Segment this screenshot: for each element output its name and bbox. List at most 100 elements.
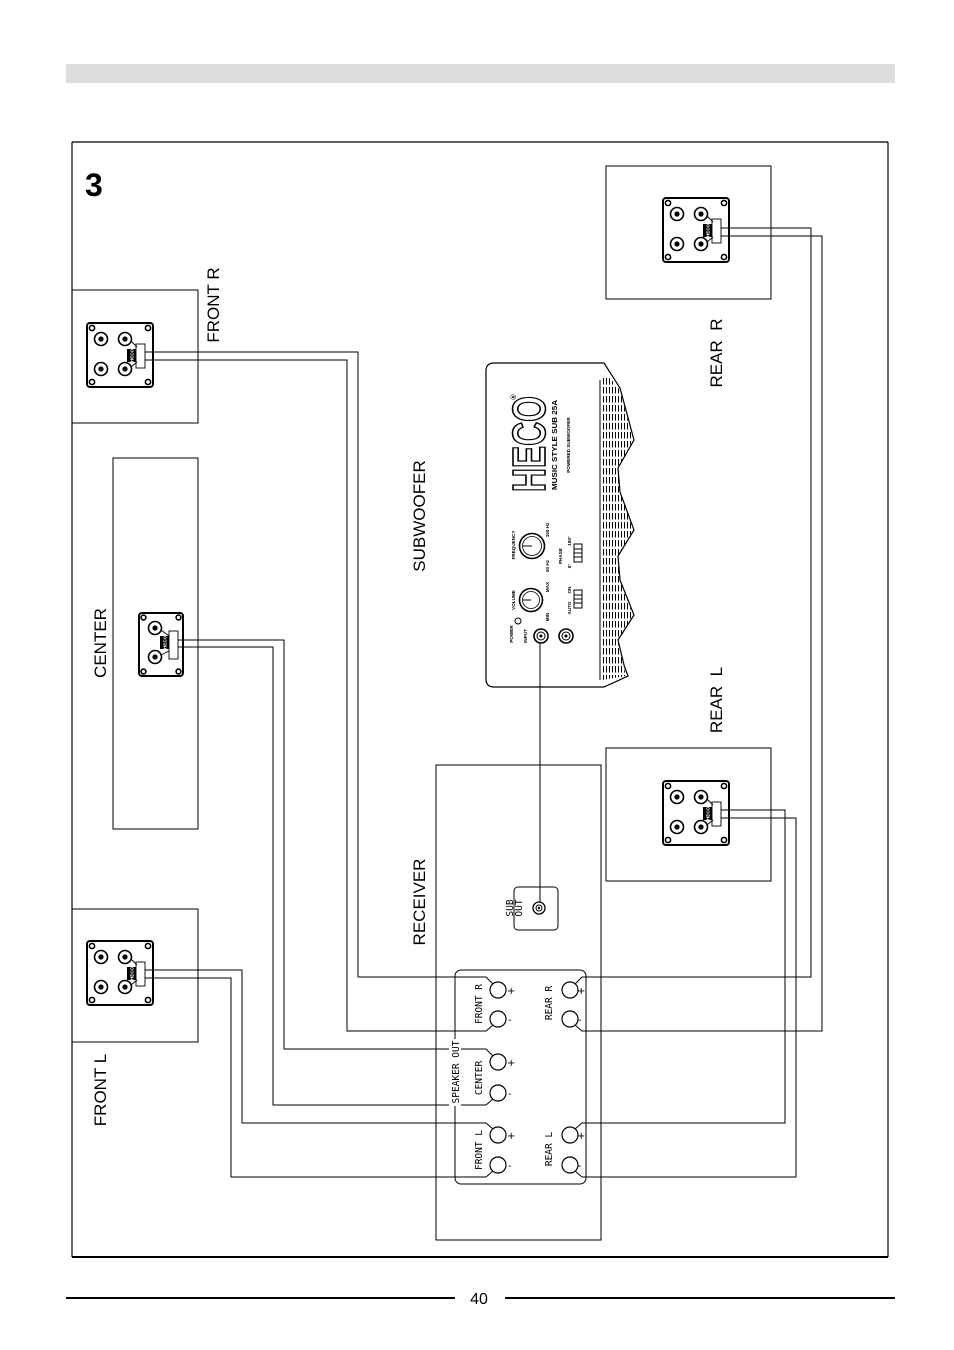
binding-post-core — [122, 366, 128, 372]
phase-label: PHASE — [558, 548, 563, 564]
center-label: CENTER — [91, 608, 110, 678]
binding-post-core — [698, 211, 704, 217]
plus-sign: + — [577, 986, 585, 997]
plate-screw — [664, 782, 672, 790]
minus-sign: - — [508, 1015, 512, 1026]
volume-min-label: MIN — [545, 612, 550, 621]
binding-post-core — [122, 336, 128, 342]
plate-screw — [664, 836, 672, 844]
front-l-negative-terminal — [489, 1156, 507, 1174]
front-l-positive-wire — [145, 969, 494, 1130]
rear-r-terminal-plate: HECO — [662, 197, 730, 263]
auto-label: AUTO — [567, 601, 572, 614]
power-label: POWER — [509, 625, 514, 643]
front-l-terminal-plate: HECO — [86, 940, 154, 1006]
plate-screw — [144, 996, 152, 1004]
sub-out-jack-pin — [537, 906, 541, 910]
plate-screw — [144, 324, 152, 332]
minus-sign: - — [508, 1089, 512, 1100]
plate-screw — [140, 668, 147, 675]
center-positive-terminal — [489, 1053, 507, 1071]
rear-l-speaker-box — [605, 747, 772, 882]
rear-l-positive-terminal — [561, 1126, 579, 1144]
plate-screw — [664, 199, 672, 207]
volume-max-label: MAX — [545, 581, 550, 592]
receiver-rear-l-label: REAR L — [544, 1132, 555, 1167]
rear-r-positive-terminal — [561, 981, 579, 999]
plate-screw — [144, 378, 152, 386]
subwoofer-label: SUBWOOFER — [410, 460, 429, 571]
power-mode-switch-ridges — [574, 594, 582, 604]
front-r-negative-terminal — [489, 1010, 507, 1028]
heatsink-fins — [602, 378, 633, 680]
plate-logo-badge — [703, 807, 712, 820]
binding-post-core — [98, 954, 104, 960]
sub-out-label-line1: SUB — [505, 899, 516, 916]
front-l-label: FRONT L — [91, 1054, 110, 1126]
plate-logo: HECO — [705, 807, 710, 821]
plate-screw — [720, 253, 728, 261]
figure-number: 3 — [85, 167, 103, 203]
page-number: 40 — [470, 1291, 488, 1308]
input-label: INPUT — [523, 629, 528, 643]
plate-logo-badge — [127, 349, 136, 362]
sub-out-jack-ring — [535, 904, 543, 912]
plus-sign: + — [507, 1131, 515, 1142]
rear-l-negative-wire — [574, 817, 797, 1178]
binding-post-core — [122, 954, 128, 960]
receiver: SUB OUT — [435, 764, 602, 1241]
front-r-label: FRONT R — [204, 267, 223, 342]
plate-screw — [720, 836, 728, 844]
binding-post-core — [674, 824, 680, 830]
frequency-knob-inner — [522, 536, 542, 556]
registered-mark: ® — [509, 394, 518, 400]
plate-logo: HECO — [162, 636, 167, 650]
subwoofer-subtitle: POWERED SUBWOOFER — [566, 417, 571, 473]
input-jack-2-ring — [561, 631, 571, 641]
front-r-terminal-plate: HECO — [86, 322, 154, 388]
binding-post-core — [152, 625, 158, 631]
receiver-front-r-label: FRONT R — [474, 984, 485, 1024]
plate-screw — [720, 199, 728, 207]
binding-post-core — [698, 241, 704, 247]
binding-post-core — [698, 794, 704, 800]
receiver-front-l-label: FRONT L — [474, 1130, 485, 1170]
rear-l-label: REAR L — [707, 667, 726, 733]
minus-sign: - — [508, 1161, 512, 1172]
jumper-wire — [160, 629, 170, 656]
plate-screw — [144, 942, 152, 950]
binding-post-core — [674, 211, 680, 217]
front-r-positive-terminal — [489, 981, 507, 999]
plate-screw — [88, 378, 96, 386]
center-negative-wire — [178, 646, 494, 1106]
plate-body — [662, 780, 730, 846]
power-led — [514, 617, 522, 625]
frequency-max-label: 150 Hz — [545, 522, 550, 537]
center-positive-wire — [178, 639, 494, 1057]
frequency-label: FREQUENCY — [511, 531, 516, 560]
plate-screw — [175, 668, 182, 675]
plate-logo: HECO — [705, 224, 710, 238]
plate-screw — [664, 253, 672, 261]
front-l-speaker-box — [71, 908, 199, 1043]
receiver-body — [435, 764, 602, 1241]
rear-l-positive-wire — [574, 809, 786, 1130]
speaker-out-label: SPEAKER OUT — [451, 1040, 462, 1103]
binding-post-core — [698, 824, 704, 830]
front-r-negative-wire — [145, 359, 494, 1032]
receiver-center-label: CENTER — [474, 1061, 485, 1096]
receiver-label: RECEIVER — [410, 859, 429, 946]
plate-screw — [88, 324, 96, 332]
plate-logo: HECO — [129, 349, 134, 363]
plate-body — [86, 940, 154, 1006]
front-r-positive-wire — [145, 351, 494, 985]
plate-screw — [88, 942, 96, 950]
front-r-speaker-box — [71, 289, 199, 424]
front-l-positive-terminal — [489, 1126, 507, 1144]
minus-sign: - — [578, 1015, 582, 1026]
rear-r-negative-terminal — [561, 1010, 579, 1028]
plate-logo-badge — [703, 224, 712, 237]
receiver-terminals: + - + - + - + - + - — [489, 981, 585, 1174]
plate-logo: HECO — [129, 967, 134, 981]
subwoofer-model: MUSIC STYLE SUB 25A — [550, 399, 559, 490]
